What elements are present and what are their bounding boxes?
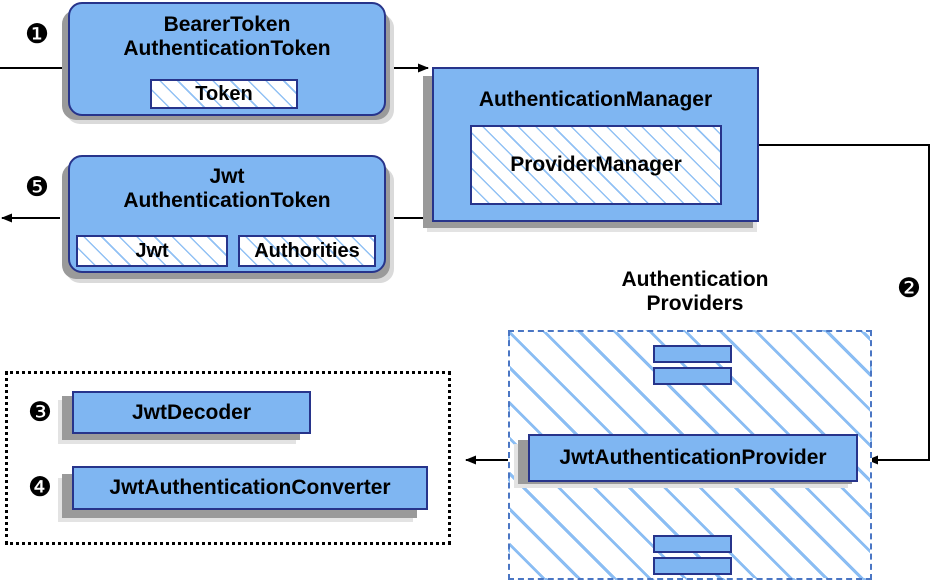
authentication-manager-slot-provider-manager[interactable] (470, 125, 722, 205)
jwt-authentication-converter-label: JwtAuthenticationConverter (109, 476, 391, 500)
jwt-token-title: Jwt AuthenticationToken (74, 160, 380, 218)
jwt-token-slot-jwt[interactable] (76, 235, 228, 267)
bearer-token-slot-token[interactable] (150, 79, 298, 109)
jwt-token-slot-authorities-label: Authorities (254, 239, 360, 262)
jwt-decoder-label: JwtDecoder (131, 400, 252, 424)
bearer-token-slot-token-label: Token (195, 82, 253, 105)
jwt-authentication-converter-card[interactable] (72, 466, 428, 510)
authentication-manager-title: AuthenticationManager (478, 88, 713, 112)
step-badge-2: ❷ (896, 273, 922, 304)
authentication-providers-title-line1: Authentication (621, 268, 769, 291)
bearer-token-title-line1: BearerToken (163, 13, 291, 37)
authentication-manager-slot-provider-manager-label: ProviderManager (510, 153, 682, 177)
jwt-token-slot-authorities[interactable] (238, 235, 376, 267)
step-badge-5: ❺ (24, 172, 50, 203)
provider-stub-bottom-1 (653, 535, 732, 553)
jwt-authentication-provider-card[interactable] (528, 434, 858, 482)
step-badge-3: ❸ (27, 397, 53, 428)
bearer-token-title-line2: AuthenticationToken (123, 37, 331, 60)
bearer-token-title: BearerToken AuthenticationToken (74, 8, 380, 66)
jwt-token-title-line1: Jwt (209, 165, 245, 189)
step-badge-4: ❹ (27, 472, 53, 503)
authentication-providers-title: Authentication Providers (570, 268, 820, 316)
jwt-authentication-provider-label: JwtAuthenticationProvider (559, 446, 827, 470)
provider-stub-bottom-2 (653, 557, 732, 575)
provider-stub-top-2 (653, 367, 732, 385)
jwt-token-slot-jwt-label: Jwt (135, 239, 169, 262)
authentication-providers-title-line2: Providers (646, 291, 744, 315)
support-components-region (5, 371, 451, 545)
step-badge-1: ❶ (24, 19, 50, 50)
jwt-token-title-line2: AuthenticationToken (123, 189, 331, 212)
jwt-decoder-card[interactable] (72, 391, 311, 434)
provider-stub-top-1 (653, 345, 732, 363)
